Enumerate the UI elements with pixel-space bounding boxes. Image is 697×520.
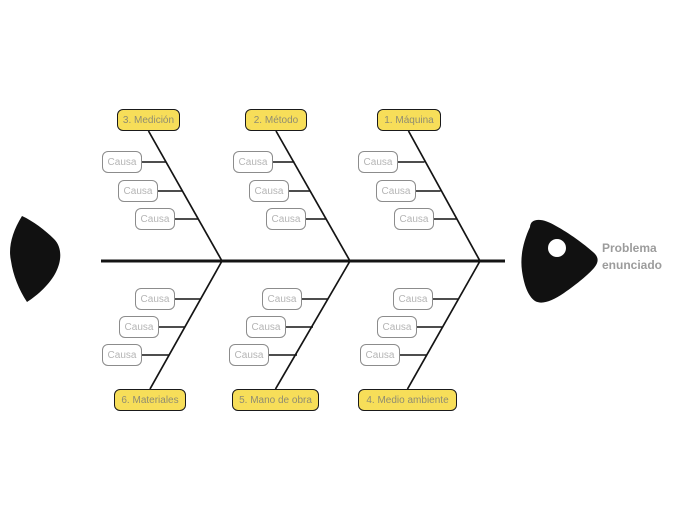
- cause-box[interactable]: Causa: [135, 288, 175, 310]
- cause-box[interactable]: Causa: [266, 208, 306, 230]
- cause-box[interactable]: Causa: [249, 180, 289, 202]
- cause-box[interactable]: Causa: [358, 151, 398, 173]
- branch-line-metodo: [275, 130, 351, 262]
- problem-statement-label[interactable]: Problema enunciado: [602, 241, 663, 272]
- cause-box[interactable]: Causa: [394, 208, 434, 230]
- fish-tail-shape: [10, 216, 61, 302]
- cause-box[interactable]: Causa: [119, 316, 159, 338]
- cause-box[interactable]: Causa: [102, 151, 142, 173]
- category-box-medio-ambiente[interactable]: 4. Medio ambiente: [358, 389, 457, 411]
- category-box-medicion[interactable]: 3. Medición: [117, 109, 180, 131]
- cause-box[interactable]: Causa: [376, 180, 416, 202]
- cause-box[interactable]: Causa: [135, 208, 175, 230]
- category-box-materiales[interactable]: 6. Materiales: [114, 389, 186, 411]
- cause-box[interactable]: Causa: [118, 180, 158, 202]
- cause-box[interactable]: Causa: [360, 344, 400, 366]
- branch-line-mano-de-obra: [274, 260, 351, 390]
- cause-connectors-top: [142, 161, 457, 220]
- cause-connectors-bottom: [142, 298, 459, 356]
- cause-box[interactable]: Causa: [102, 344, 142, 366]
- branch-line-medicion: [147, 130, 223, 262]
- cause-box[interactable]: Causa: [233, 151, 273, 173]
- cause-box[interactable]: Causa: [246, 316, 286, 338]
- fish-eye: [548, 239, 566, 257]
- fish-head-shape: [521, 219, 598, 303]
- cause-box[interactable]: Causa: [377, 316, 417, 338]
- category-box-metodo[interactable]: 2. Método: [245, 109, 307, 131]
- branch-line-maquina: [407, 130, 481, 262]
- category-box-mano-de-obra[interactable]: 5. Mano de obra: [232, 389, 319, 411]
- category-box-maquina[interactable]: 1. Máquina: [377, 109, 441, 131]
- branch-line-materiales: [149, 260, 223, 390]
- cause-box[interactable]: Causa: [262, 288, 302, 310]
- branch-line-medio-ambiente: [406, 260, 481, 390]
- cause-box[interactable]: Causa: [229, 344, 269, 366]
- cause-box[interactable]: Causa: [393, 288, 433, 310]
